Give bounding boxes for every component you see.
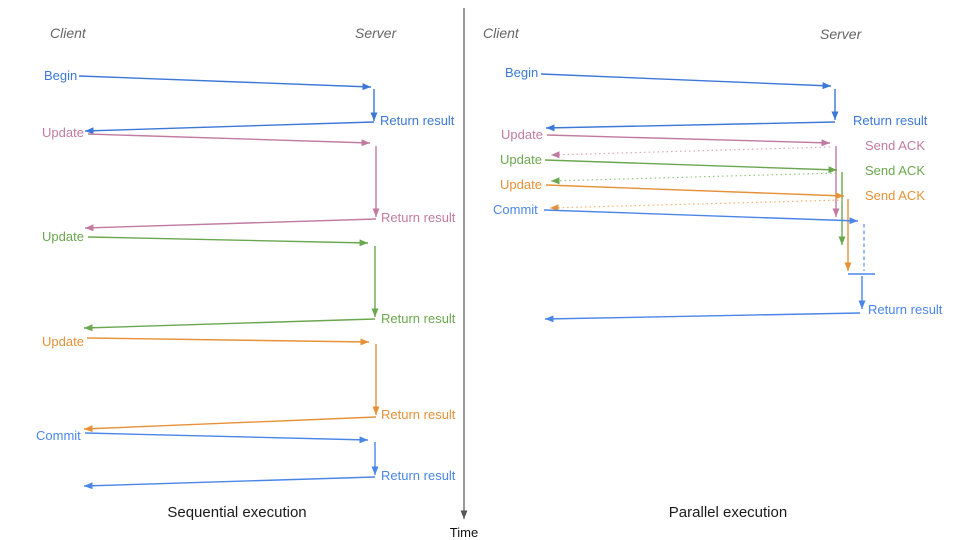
right-caption: Parallel execution: [669, 504, 787, 521]
left-begin-message: Begin Return result: [44, 68, 455, 135]
left-server-header: Server: [355, 25, 398, 41]
ack-dashed-line: [550, 172, 837, 185]
left-commit-message: Commit Return result: [36, 428, 456, 490]
ack-dashed-line: [549, 199, 844, 212]
right-update3-message: Update Send ACK: [500, 177, 925, 271]
response-line: [544, 312, 861, 323]
return-result-label: Return result: [380, 113, 455, 128]
request-line: [545, 184, 845, 200]
send-ack-label: Send ACK: [865, 138, 925, 153]
begin-label: Begin: [505, 65, 538, 80]
commit-label: Commit: [493, 202, 538, 217]
response-line: [83, 416, 377, 433]
update-label: Update: [500, 177, 542, 192]
sequential-diagram: Client Server Begin Return result Update…: [36, 25, 456, 521]
right-final-return: Return result: [544, 273, 943, 323]
left-caption: Sequential execution: [167, 504, 306, 521]
update-label: Update: [42, 125, 84, 140]
time-axis: Time: [450, 8, 478, 540]
return-result-label: Return result: [381, 407, 456, 422]
commit-label: Commit: [36, 428, 81, 443]
update-label: Update: [42, 334, 84, 349]
request-line: [543, 209, 859, 225]
right-client-header: Client: [483, 25, 520, 41]
request-line: [540, 73, 832, 90]
right-begin-message: Begin Return result: [505, 65, 928, 132]
response-line: [83, 476, 376, 490]
request-line: [544, 159, 838, 174]
update-label: Update: [500, 152, 542, 167]
response-line: [84, 218, 377, 232]
return-result-label: Return result: [381, 311, 456, 326]
left-update1-message: Update Return result: [42, 125, 456, 232]
left-update2-message: Update Return result: [42, 229, 456, 332]
request-line: [84, 432, 369, 444]
return-result-label: Return result: [381, 468, 456, 483]
right-server-header: Server: [820, 26, 863, 42]
right-commit-message: Commit: [493, 202, 865, 271]
response-line: [83, 318, 376, 332]
return-result-label: Return result: [381, 210, 456, 225]
left-client-header: Client: [50, 25, 87, 41]
right-update1-message: Update Send ACK: [501, 127, 925, 217]
send-ack-label: Send ACK: [865, 188, 925, 203]
left-update3-message: Update Return result: [42, 334, 456, 433]
request-line: [78, 75, 372, 91]
update-label: Update: [42, 229, 84, 244]
begin-label: Begin: [44, 68, 77, 83]
send-ack-label: Send ACK: [865, 163, 925, 178]
response-line: [545, 121, 836, 132]
request-line: [86, 337, 370, 346]
request-line: [546, 134, 831, 147]
return-result-label: Return result: [853, 113, 928, 128]
right-update2-message: Update Send ACK: [500, 152, 925, 245]
parallel-diagram: Client Server Begin Return result Update…: [483, 25, 943, 521]
ack-dashed-line: [550, 146, 831, 159]
request-line: [87, 133, 371, 147]
request-line: [87, 236, 369, 247]
update-label: Update: [501, 127, 543, 142]
return-result-label: Return result: [868, 302, 943, 317]
time-axis-label: Time: [450, 525, 478, 540]
response-line: [84, 121, 375, 135]
